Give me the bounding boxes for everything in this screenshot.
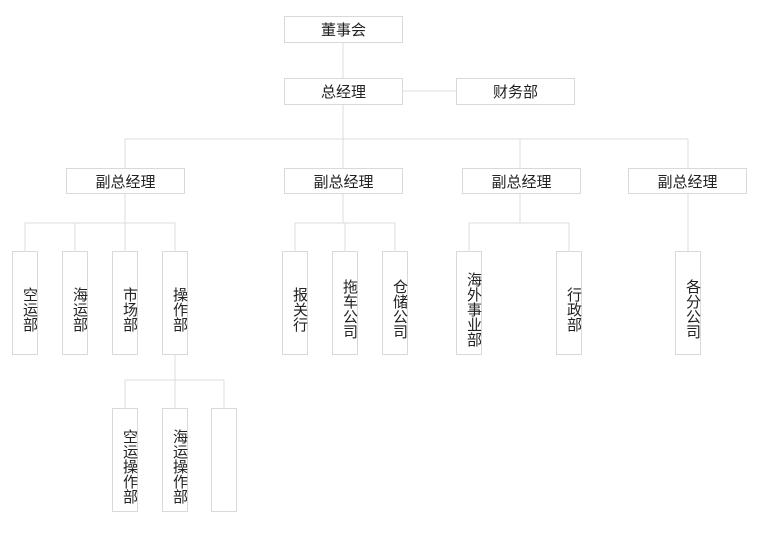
vp-node-1: 副总经理 xyxy=(66,168,185,194)
dept-node-warehouse: 仓储公司 xyxy=(382,251,409,355)
vp-node-3: 副总经理 xyxy=(462,168,581,194)
subdept-node-sea-ops: 海运操作部 xyxy=(162,408,189,512)
dept-node-overseas: 海外事业部 xyxy=(456,251,483,355)
dept-node-trucking: 拖车公司 xyxy=(332,251,359,355)
general-manager-node: 总经理 xyxy=(284,78,403,105)
subdept-node-empty xyxy=(211,408,237,512)
dept-node-operations: 操作部 xyxy=(162,251,189,355)
dept-node-branches: 各分公司 xyxy=(675,251,702,355)
dept-node-admin: 行政部 xyxy=(556,251,583,355)
dept-node-sea: 海运部 xyxy=(62,251,89,355)
dept-node-customs: 报关行 xyxy=(282,251,309,355)
finance-node: 财务部 xyxy=(456,78,575,105)
dept-node-air: 空运部 xyxy=(12,251,39,355)
subdept-node-air-ops: 空运操作部 xyxy=(112,408,139,512)
vp-node-4: 副总经理 xyxy=(628,168,747,194)
dept-node-market: 市场部 xyxy=(112,251,139,355)
vp-node-2: 副总经理 xyxy=(284,168,403,194)
board-node: 董事会 xyxy=(284,16,403,43)
